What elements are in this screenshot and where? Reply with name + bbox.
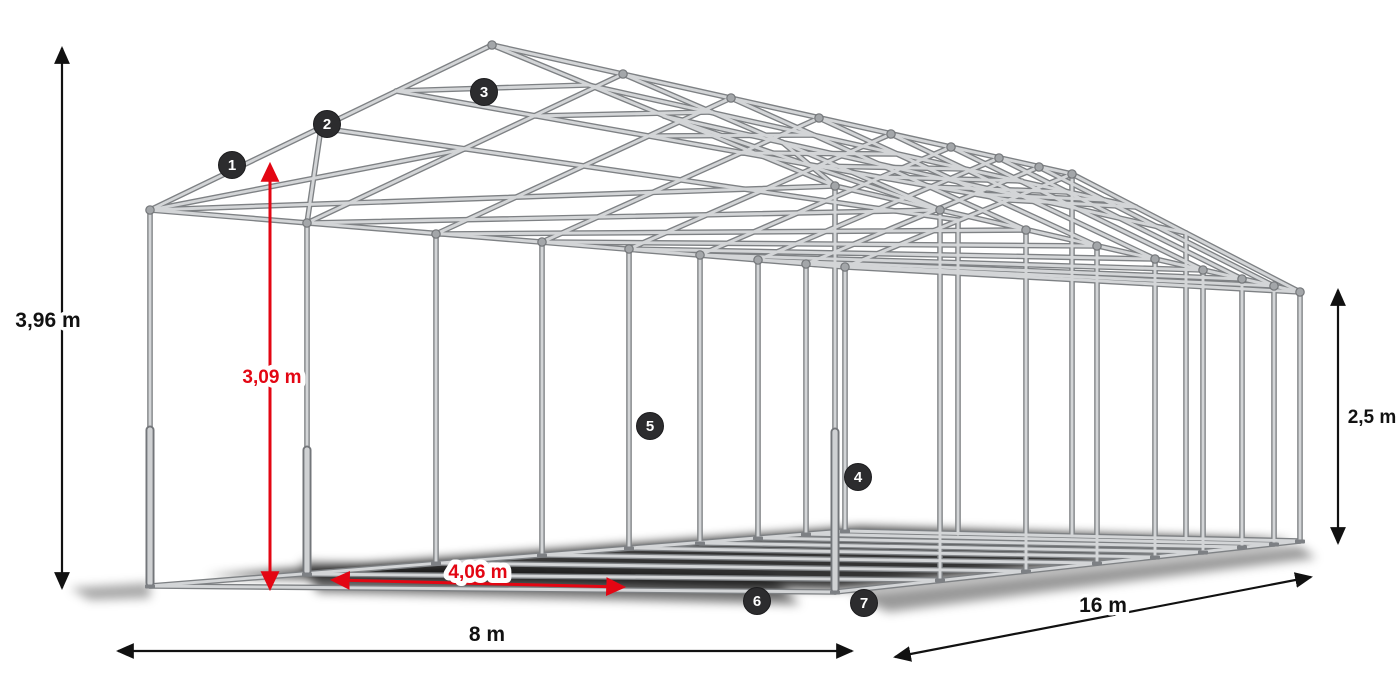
callout-6-circle[interactable] [743,587,771,615]
dimension-side-height: 2,5 m [1330,288,1400,545]
joint-fitting [1295,287,1305,297]
width-label: 8 m [469,623,505,646]
inner-height-label: 3,09 m [242,367,301,388]
telescopic-post-sections [147,427,838,592]
total-height-label: 3,96 m [15,309,80,332]
dimension-length: 16 m [893,572,1313,662]
joint-fitting [801,259,811,269]
base-plate [1150,555,1160,560]
callout-1-circle[interactable] [218,151,246,179]
callout-5-circle[interactable] [636,412,664,440]
callout-4-circle[interactable] [844,463,872,491]
joint-fitting [1269,281,1279,291]
callout-1[interactable]: 1 [218,151,246,179]
joint-fitting [1021,225,1031,235]
callout-2-circle[interactable] [313,110,341,138]
dimension-width: 8 m [116,620,854,659]
base-plate [1021,569,1031,574]
callout-2[interactable]: 2 [313,110,341,138]
base-plate [1237,545,1247,550]
base-plate [624,546,634,551]
callout-5[interactable]: 5 [636,412,664,440]
joint-fitting [618,69,628,79]
callout-7-number: 7 [860,595,868,612]
callout-1-number: 1 [228,157,236,174]
callout-4[interactable]: 4 [844,463,872,491]
base-plate [753,536,763,541]
joint-fitting [624,244,634,254]
joint-fitting [695,250,705,260]
joint-fitting [145,205,155,215]
joint-fitting [830,181,840,191]
entry-width-label: 4,06 m [448,562,507,583]
joint-fitting [302,218,312,228]
base-plate [1092,561,1102,566]
joint-fitting [1067,169,1077,179]
base-plate [145,584,155,589]
callout-4-number: 4 [854,469,863,486]
shadow-shape [70,583,150,600]
joint-fitting [935,205,945,215]
callout-3[interactable]: 3 [470,78,498,106]
callout-3-number: 3 [480,84,488,101]
base-plate [302,572,312,577]
joint-fitting [1034,162,1044,172]
tube-joints [145,40,1305,297]
callout-6[interactable]: 6 [743,587,771,615]
joint-fitting [1092,241,1102,251]
entry-width-arrow [329,570,627,597]
joint-fitting [487,40,497,50]
base-plate [840,529,850,534]
joint-fitting [814,113,824,123]
callout-2-number: 2 [323,116,331,133]
joint-fitting [726,93,736,103]
joint-fitting [431,229,441,239]
callout-7[interactable]: 7 [850,589,878,617]
joint-fitting [946,142,956,152]
length-label: 16 m [1079,594,1127,617]
joint-fitting [753,255,763,265]
dimension-inner-height: 3,09 m [237,161,307,592]
joint-fitting [1237,274,1247,284]
base-plate [1295,539,1305,544]
joint-fitting [994,153,1004,163]
joint-fitting [840,262,850,272]
base-plate [801,532,811,537]
base-plate [1269,542,1279,547]
base-plate [1198,550,1208,555]
callout-7-circle[interactable] [850,589,878,617]
joint-fitting [537,237,547,247]
base-plate [695,541,705,546]
base-plate [935,578,945,583]
callout-6-number: 6 [753,593,761,610]
base-plate [431,561,441,566]
joint-fitting [1150,254,1160,264]
side-height-label: 2,5 m [1348,407,1397,428]
joint-fitting [1198,265,1208,275]
callout-3-circle[interactable] [470,78,498,106]
callout-5-number: 5 [646,418,654,435]
dimension-total-height: 3,96 m [12,46,84,590]
joint-fitting [886,129,896,139]
length-arrow [893,572,1313,662]
dimension-entry-width: 4,06 m [329,557,627,597]
base-plate [830,590,840,595]
base-plate [537,553,547,558]
